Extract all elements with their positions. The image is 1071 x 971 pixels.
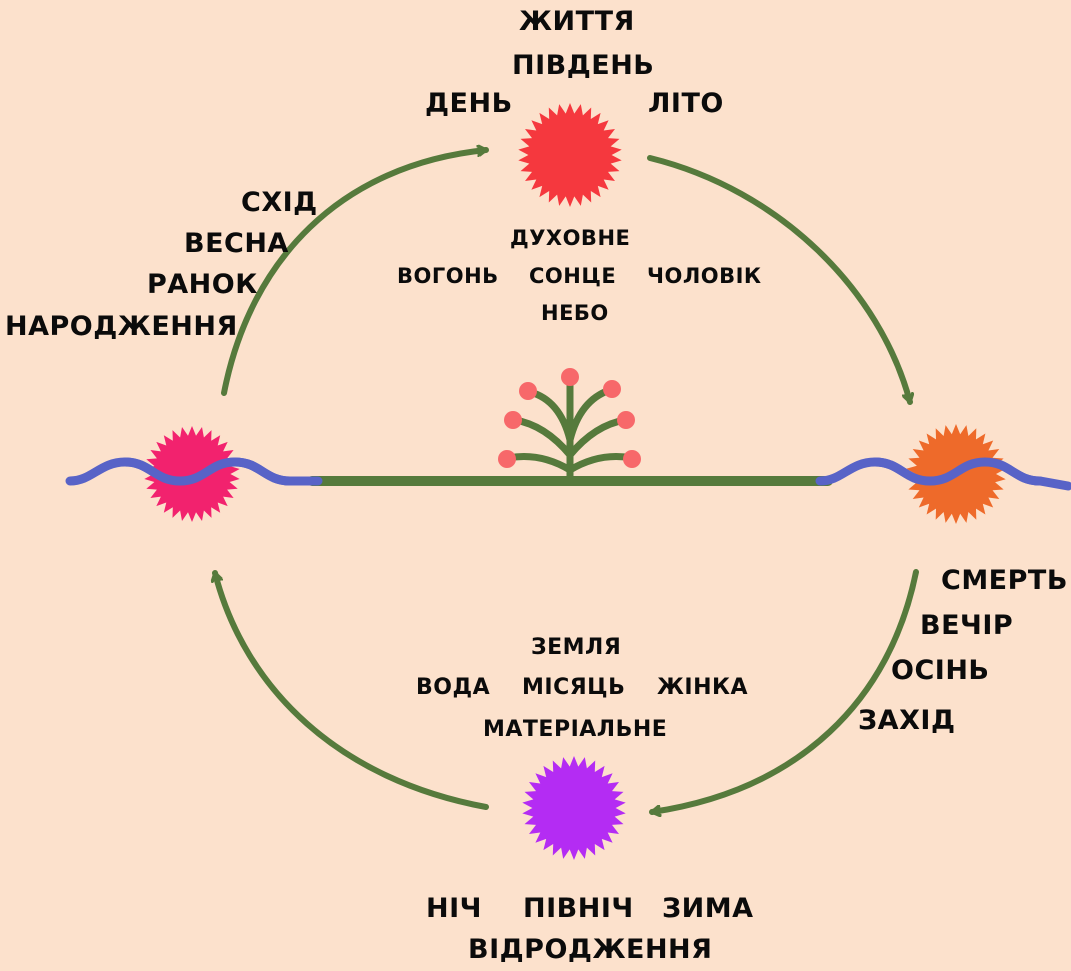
label-winter: ЗИМА [662, 893, 754, 924]
label-spring: ВЕСНА [184, 228, 289, 259]
plant-bud [498, 450, 516, 468]
label-fire: ВОГОНЬ [397, 264, 499, 288]
label-sun: СОНЦЕ [529, 264, 616, 288]
plant [498, 368, 641, 478]
label-morning: РАНОК [147, 269, 258, 300]
sun-bottom [522, 756, 625, 860]
label-sky: НЕБО [541, 301, 609, 325]
label-earth: ЗЕМЛЯ [531, 635, 621, 660]
label-moon: МІСЯЦЬ [522, 675, 625, 700]
label-summer: ЛІТО [648, 88, 724, 119]
plant-branch [508, 457, 570, 471]
label-birth: НАРОДЖЕННЯ [5, 311, 238, 342]
label-man: ЧОЛОВІК [647, 264, 762, 288]
label-spiritual: ДУХОВНЕ [510, 226, 630, 250]
label-water: ВОДА [416, 675, 490, 700]
sun-shape [522, 756, 625, 860]
sun-top [518, 103, 621, 207]
label-death: СМЕРТЬ [941, 565, 1068, 596]
label-night: НІЧ [426, 893, 482, 924]
plant-bud [603, 380, 621, 398]
label-south: ПІВДЕНЬ [512, 50, 654, 81]
label-day: ДЕНЬ [425, 88, 513, 119]
plant-bud [623, 450, 641, 468]
plant-bud [504, 411, 522, 429]
plant-bud [617, 411, 635, 429]
label-material: МАТЕРІАЛЬНЕ [483, 717, 667, 742]
label-woman: ЖІНКА [657, 675, 748, 700]
label-evening: ВЕЧІР [920, 610, 1013, 641]
label-rebirth: ВІДРОДЖЕННЯ [468, 934, 712, 965]
label-east: СХІД [241, 187, 318, 218]
plant-bud [519, 382, 537, 400]
label-life: ЖИТТЯ [519, 6, 635, 37]
label-west: ЗАХІД [858, 705, 956, 736]
sun-shape [518, 103, 621, 207]
plant-branch [570, 457, 632, 471]
label-autumn: ОСІНЬ [891, 655, 990, 686]
label-north: ПІВНІЧ [523, 893, 634, 924]
plant-bud [561, 368, 579, 386]
